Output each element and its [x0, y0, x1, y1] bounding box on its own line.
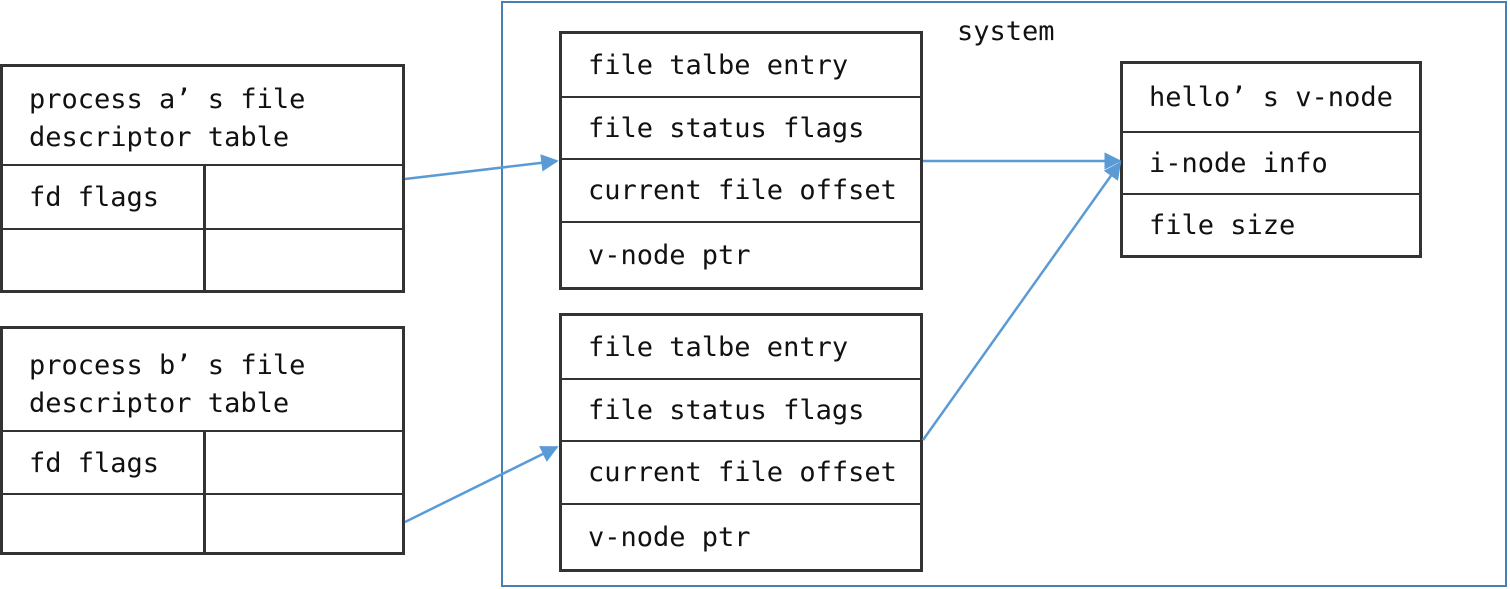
process-a-fd-flags-value [203, 166, 402, 229]
process-b-descriptor-table: process b’ s file descriptor table fd fl… [0, 326, 405, 555]
process-a-row-separator [3, 228, 402, 230]
vnode-row-inode-info: i-node info [1123, 133, 1419, 195]
process-a-empty-cell-left [3, 230, 203, 293]
vnode-row-file-size: file size [1149, 209, 1296, 241]
process-a-descriptor-table: process a’ s file descriptor table fd fl… [0, 64, 405, 293]
process-a-table-title: process a’ s file descriptor table [3, 67, 402, 166]
process-b-empty-cell-left [3, 495, 203, 555]
process-a-fd-flags-label: fd flags [29, 182, 160, 213]
process-a-column-divider [203, 166, 206, 293]
file-table-1-row-vnode-ptr: v-node ptr [588, 239, 751, 271]
process-b-fd-flags-value [203, 432, 402, 494]
process-b-row-separator [3, 493, 402, 495]
process-b-table-title: process b’ s file descriptor table [3, 329, 402, 432]
file-table-2-row-offset: current file offset [562, 442, 920, 505]
file-table-2-row-status-flags: file status flags [562, 380, 920, 442]
file-table-entry-1: file talbe entry file status flags curre… [559, 31, 923, 290]
vnode-table: hello’ s v-node i-node info file size [1120, 61, 1422, 258]
process-a-empty-cell-right [203, 230, 402, 293]
file-table-2-row-entry: file talbe entry [562, 316, 920, 380]
vnode-row-title: hello’ s v-node [1123, 64, 1419, 133]
system-label: system [957, 16, 1055, 47]
file-table-entry-2: file talbe entry file status flags curre… [559, 313, 923, 572]
system-container [501, 1, 1507, 587]
file-table-2-row-vnode-ptr: v-node ptr [588, 521, 751, 553]
process-b-column-divider [203, 432, 206, 555]
file-table-1-row-entry: file talbe entry [562, 34, 920, 98]
process-b-empty-cell-right [203, 495, 402, 555]
file-table-1-row-status-flags: file status flags [562, 98, 920, 160]
file-table-1-row-offset: current file offset [562, 160, 920, 223]
process-b-fd-flags-label: fd flags [29, 447, 160, 479]
